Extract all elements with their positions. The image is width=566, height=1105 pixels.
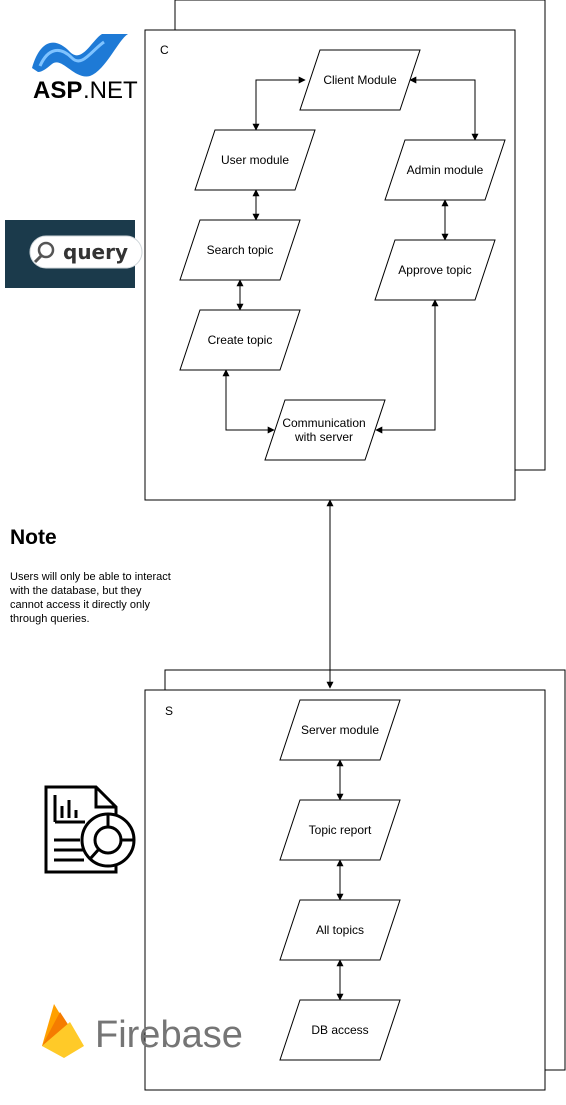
edge-client-admin <box>409 76 479 141</box>
note-line: with the database, but they <box>10 585 142 597</box>
jquery-logo: query <box>5 220 143 288</box>
edges <box>222 76 479 1001</box>
node-label-line: Admin module <box>407 163 484 177</box>
node-label-line: Communication <box>282 416 365 430</box>
node-user-module: User module <box>194 129 316 191</box>
topic-report-label: Topic report <box>309 823 372 837</box>
admin-module-label: Admin module <box>407 163 484 177</box>
note-line: through queries. <box>10 613 90 625</box>
node-admin-module: Admin module <box>384 139 506 201</box>
note-title: Note <box>10 526 57 549</box>
node-label-line: User module <box>221 153 289 167</box>
all-topics-label: All topics <box>316 923 364 937</box>
firebase-logo: Firebase <box>42 1004 243 1058</box>
server-module-label: Server module <box>301 723 379 737</box>
nodes: Client Module User module Admin module S… <box>179 49 506 1061</box>
magnifier-icon <box>37 241 55 259</box>
note-line: cannot access it directly only <box>10 599 151 611</box>
edge-approve-communication <box>375 299 439 434</box>
node-label-line: Server module <box>301 723 379 737</box>
create-topic-label: Create topic <box>208 333 273 347</box>
node-client-module: Client Module <box>299 49 421 111</box>
node-label-line: Client Module <box>323 73 397 87</box>
search-topic-label: Search topic <box>207 243 274 257</box>
node-search-topic: Search topic <box>179 219 301 281</box>
node-label-line: All topics <box>316 923 364 937</box>
node-label-line: DB access <box>311 1023 368 1037</box>
edge-create-communication <box>222 369 275 434</box>
svg-text:.NET: .NET <box>83 77 138 104</box>
svg-text:Firebase: Firebase <box>95 1014 243 1056</box>
node-all-topics: All topics <box>279 899 401 961</box>
aspnet-wave-icon <box>32 34 128 77</box>
report-chart-icon <box>44 785 136 874</box>
svg-text:query: query <box>63 240 128 264</box>
db-access-label: DB access <box>311 1023 368 1037</box>
client-container-label: C <box>160 43 169 57</box>
node-label-line: Create topic <box>208 333 273 347</box>
note-body: Users will only be able to interact with… <box>10 570 195 626</box>
node-label-line: Approve topic <box>398 263 471 277</box>
node-server-module: Server module <box>279 699 401 761</box>
node-approve-topic: Approve topic <box>374 239 496 301</box>
approve-topic-label: Approve topic <box>398 263 471 277</box>
edge-client-user <box>252 76 306 131</box>
node-label-line: Topic report <box>309 823 372 837</box>
server-container-label: S <box>165 704 173 718</box>
node-topic-report: Topic report <box>279 799 401 861</box>
note-line: Users will only be able to interact <box>10 571 171 583</box>
node-create-topic: Create topic <box>179 309 301 371</box>
svg-text:ASP: ASP <box>33 77 82 104</box>
node-db-access: DB access <box>279 999 401 1061</box>
user-module-label: User module <box>221 153 289 167</box>
aspnet-logo: ASP .NET <box>32 34 138 104</box>
node-label-line: with server <box>294 430 353 444</box>
client-module-label: Client Module <box>323 73 397 87</box>
node-label-line: Search topic <box>207 243 274 257</box>
